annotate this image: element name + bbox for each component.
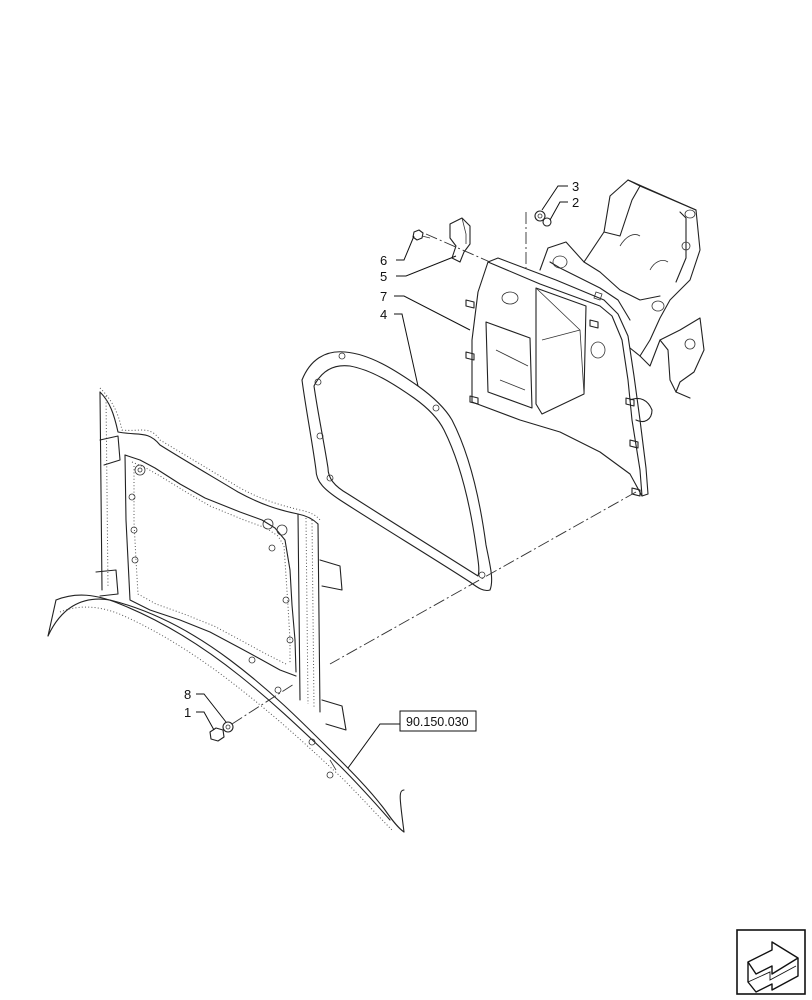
- gasket-part-4: [301, 351, 493, 592]
- clip-bracket-part-5: [449, 217, 471, 263]
- reference-box[interactable]: 90.150.030: [399, 710, 477, 732]
- chassis-frame: [47, 387, 405, 833]
- mounting-plate-part-7: [465, 257, 649, 497]
- nut-washer-parts-1-8: [209, 721, 234, 742]
- next-page-arrow-icon[interactable]: [736, 929, 806, 995]
- callout-labels: 3 2 6 5 7 4 8 1: [184, 179, 579, 720]
- nut-washer-parts-2-3: [534, 210, 552, 227]
- callout-8: 8: [184, 687, 191, 702]
- assembly-centerlines: [231, 212, 637, 725]
- bolt-part-6: [412, 229, 431, 241]
- callout-1: 1: [184, 705, 191, 720]
- upper-bracket-assembly: [539, 179, 705, 423]
- callout-5: 5: [380, 269, 387, 284]
- callout-6: 6: [380, 253, 387, 268]
- reference-label: 90.150.030: [406, 715, 469, 729]
- callout-3: 3: [572, 179, 579, 194]
- callout-7: 7: [380, 289, 387, 304]
- callout-2: 2: [572, 195, 579, 210]
- callout-4: 4: [380, 307, 387, 322]
- callout-leaders: [196, 185, 568, 769]
